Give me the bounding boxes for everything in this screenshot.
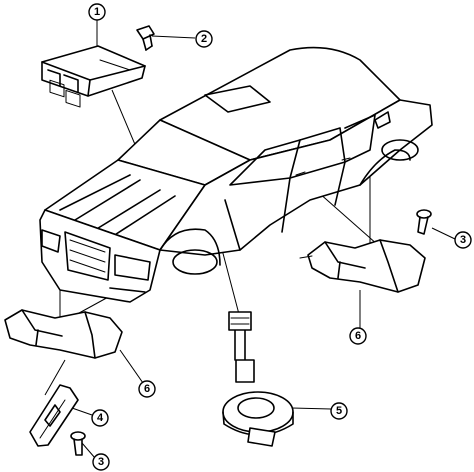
callout-label: 6 [144,383,150,395]
callout-6-right: 6 [349,327,367,345]
bolt-part-2 [136,25,155,51]
callout-label: 4 [97,412,104,424]
callout-label: 6 [355,330,361,342]
callout-6-left: 6 [138,380,156,398]
callout-3-bottom: 3 [92,453,110,471]
callout-label: 2 [201,33,207,45]
callout-label: 3 [98,456,104,468]
callout-4: 4 [91,409,109,427]
callout-label: 1 [94,6,100,18]
screw-part-3-bottom [70,431,86,456]
vehicle-body [39,46,433,303]
airbag-control-module [41,45,146,108]
screw-part-3-right [416,209,432,235]
callout-label: 3 [460,234,466,246]
callout-2: 2 [195,30,213,48]
callout-1: 1 [88,3,106,21]
callout-5: 5 [330,402,348,420]
impact-sensor-right [299,239,426,293]
clockspring-part-5 [222,311,294,447]
callout-label: 5 [336,405,342,417]
impact-sensor-left [4,309,123,359]
callout-3-right: 3 [454,231,472,249]
bracket-part-4 [29,384,79,447]
